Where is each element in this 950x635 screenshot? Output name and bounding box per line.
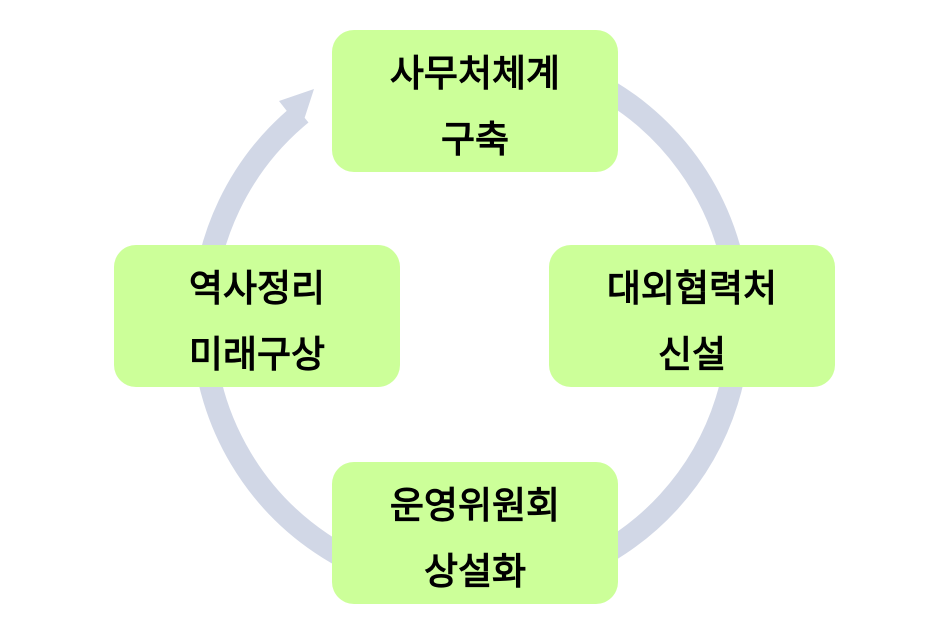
node-office-system-line1: 사무처체계 [389,52,561,95]
node-history-future-line2: 미래구상 [188,333,326,376]
node-history-future: 역사정리 미래구상 [114,245,400,387]
node-external-relations: 대외협력처 신설 [549,245,835,387]
node-external-relations-line1: 대외협력처 [606,267,778,310]
node-steering-committee-line1: 운영위원회 [389,484,561,527]
node-office-system-line2: 구축 [440,118,510,161]
node-steering-committee-line2: 상설화 [423,550,527,593]
ring-arrowhead [279,89,314,129]
node-external-relations-line2: 신설 [657,333,727,376]
node-history-future-line1: 역사정리 [188,267,326,310]
node-office-system: 사무처체계 구축 [332,30,618,172]
node-steering-committee: 운영위원회 상설화 [332,462,618,604]
